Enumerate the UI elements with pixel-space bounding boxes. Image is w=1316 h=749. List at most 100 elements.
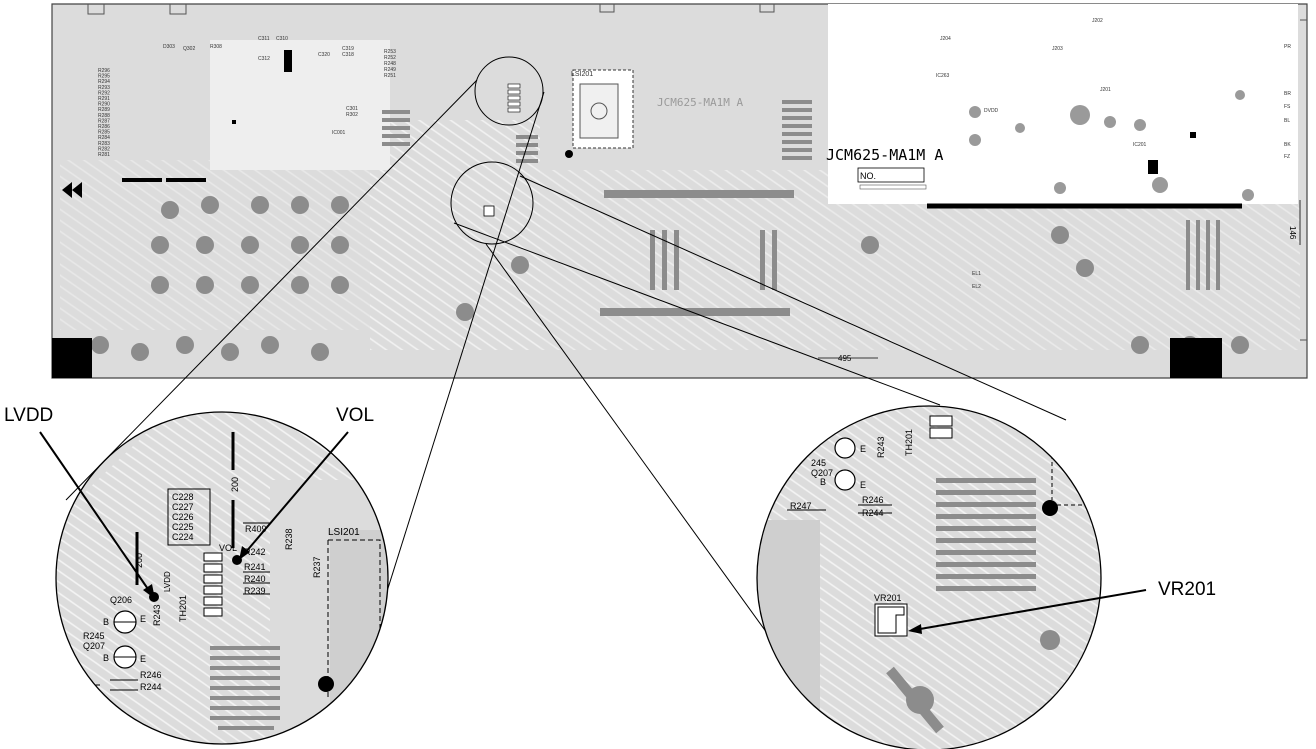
board-vr201-pot	[483, 205, 495, 217]
zoom-circle-left: C228 C227 C226 C225 C224 200 200 VOL R40…	[55, 411, 389, 745]
side-label-pr: PR	[1284, 44, 1291, 50]
side-label-bl: BL	[1284, 118, 1290, 124]
cap-label-c225: C225	[172, 522, 194, 532]
r246-right-label: R246	[862, 495, 884, 505]
track-label-200-left: 200	[134, 553, 144, 568]
r247-label: R247	[66, 675, 88, 685]
top-component-label: C310	[276, 36, 288, 42]
zoom-circle-right: 245 Q207 B E E R243 TH201 R246 R244 R247…	[756, 405, 1102, 749]
width-dimension: 495	[818, 354, 878, 363]
r247-right-label: R247	[790, 501, 812, 511]
resistor-label: R296	[98, 68, 110, 74]
callout-vr201-arrow-icon	[908, 624, 922, 634]
lvdd-small-label: LVDD	[163, 571, 172, 592]
svg-text:146: 146	[1288, 226, 1297, 240]
svg-text:495: 495	[838, 354, 852, 363]
q207-right-label: Q207	[811, 468, 833, 478]
height-dimension: 146	[1288, 200, 1301, 245]
resistor-column: R296R295R294R293R292R291R290R289R288R287…	[98, 68, 110, 158]
q207-right-base: B	[820, 477, 826, 487]
th201-right-label: TH201	[904, 429, 914, 456]
callout-vol-arrow-icon	[239, 546, 250, 560]
top-component-label: C301	[346, 106, 358, 112]
lsi201-zoom-label: LSI201	[328, 527, 360, 538]
top-component-label: C320	[318, 52, 330, 58]
zoom-source-circle-vol	[474, 56, 544, 126]
r238-label: R238	[284, 528, 294, 550]
resistor-label: R288	[98, 113, 110, 119]
top-component-label: Q302	[183, 46, 195, 52]
el2-label: EL2	[972, 284, 981, 290]
resistor-label: R295	[98, 74, 110, 80]
resistor-label: R289	[98, 107, 110, 113]
resistor-label: R285	[98, 130, 110, 136]
top-component-label: R251	[384, 73, 396, 79]
e-right-label-2: E	[860, 480, 866, 490]
board-silk-title: JCM625-MA1M A	[657, 96, 743, 109]
j202-label: J202	[1092, 18, 1103, 24]
top-component-label: R253	[384, 49, 396, 55]
top-component-label: D303	[163, 44, 175, 50]
dvdd-label: DVDD	[984, 108, 999, 114]
callout-vr201: VR201	[908, 579, 1216, 634]
track-label-200-top: 200	[230, 477, 240, 492]
top-component-label: C311	[258, 36, 270, 42]
board-vol-block	[507, 83, 521, 113]
right-component-pads	[969, 90, 1254, 201]
r409-label: R409	[245, 524, 267, 534]
ic263-label: IC263	[936, 73, 950, 79]
resistor-label: R287	[98, 118, 110, 124]
resistor-label: R286	[98, 124, 110, 130]
r241-label: R241	[244, 562, 266, 572]
cap-label-c226: C226	[172, 512, 194, 522]
side-label-fz: FZ	[1284, 154, 1290, 160]
q207-base-label: B	[103, 653, 109, 663]
q207-label: Q207	[83, 641, 105, 651]
th201-label: TH201	[178, 595, 188, 622]
cap-label-c227: C227	[172, 502, 194, 512]
resistor-label: R290	[98, 102, 110, 108]
j203-label: J203	[1052, 46, 1063, 52]
ic201-label: IC201	[1133, 142, 1147, 148]
r243-right-label: R243	[876, 436, 886, 458]
cap-label-c228: C228	[172, 492, 194, 502]
pad-rows	[382, 100, 1220, 316]
zoom-source-circle-vr201	[450, 161, 534, 245]
top-component-label: R308	[210, 44, 222, 50]
top-component-label: C312	[258, 56, 270, 62]
arrow-marker-icon	[62, 182, 82, 198]
r245-label: R245	[83, 631, 105, 641]
r242-label: R242	[244, 547, 266, 557]
r240-label: R240	[244, 574, 266, 584]
e-right-label-1: E	[860, 444, 866, 454]
r239-label: R239	[244, 586, 266, 596]
cap-label-c224: C224	[172, 532, 194, 542]
ic001-label: IC001	[332, 130, 346, 136]
side-label-bk: BK	[1284, 142, 1291, 148]
zoom-leader-lines	[65, 79, 1067, 641]
top-component-label: C319	[342, 46, 354, 52]
callout-vol-label: VOL	[336, 405, 374, 426]
el1-label: EL1	[972, 271, 981, 277]
resistor-label: R282	[98, 146, 110, 152]
side-label-fs: FS	[1284, 104, 1291, 110]
q206-label: Q206	[110, 595, 132, 605]
r245-right-label: 245	[811, 458, 826, 468]
top-component-label: R302	[346, 112, 358, 118]
board-no-label: NO.	[860, 171, 876, 181]
callout-lvdd: LVDD	[4, 405, 155, 599]
r244-label: R244	[140, 682, 162, 692]
resistor-label: R291	[98, 96, 110, 102]
callout-vol: VOL	[239, 405, 374, 560]
callout-lvdd-label: LVDD	[4, 405, 53, 426]
j204-label: J204	[940, 36, 951, 42]
side-label-br: BR	[1284, 91, 1291, 97]
resistor-label: R293	[98, 85, 110, 91]
top-component-label: C318	[342, 52, 354, 58]
resistor-label: R281	[98, 152, 110, 158]
r243-label: R243	[152, 604, 162, 626]
vol-small-label: VOL	[219, 543, 237, 553]
callout-lvdd-arrow-icon	[143, 584, 155, 599]
